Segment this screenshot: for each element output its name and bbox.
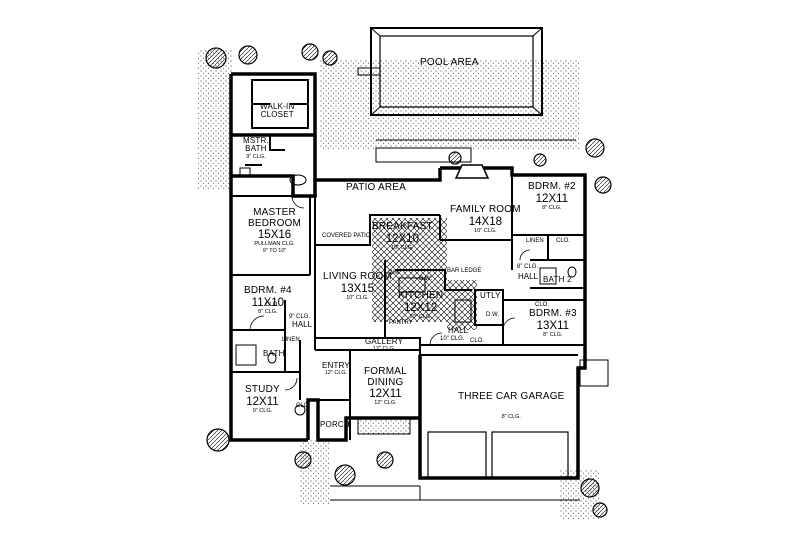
pool — [357, 27, 543, 116]
porch-planter — [357, 417, 411, 435]
covered-patio-label: COVERED PATIO — [322, 233, 371, 239]
family-room-label: FAMILY ROOM 14X18 10" CLG. — [450, 204, 521, 234]
dishwasher-note: D.W. — [419, 276, 432, 282]
gallery-label: GALLERY 12" CLG. — [365, 337, 404, 353]
master-bath-label: MSTR. BATH 9" CLG. — [243, 136, 269, 160]
study-label: STUDY 12X11 9" CLG. — [245, 384, 280, 414]
bdrm2-label: BDRM. #2 12X11 8" CLG. — [528, 181, 576, 211]
pool-label: POOL AREA — [420, 57, 479, 68]
clo-note-bdrm3: CLO. — [535, 302, 550, 308]
bath2-label: BATH 2 — [543, 275, 572, 284]
hall-label-kitchen: HALL — [448, 326, 469, 335]
hall-label-left: HALL — [292, 320, 313, 329]
utility-label: UTLY — [480, 291, 501, 300]
bdrm4-label: BDRM. #4 11X10 8" CLG. — [244, 285, 292, 315]
clo-note-hall: CLO. — [470, 338, 485, 344]
interior-walls — [230, 79, 585, 440]
fireplace-icon — [454, 164, 490, 179]
hall-ceiling-note-left: 9" CLG. — [289, 314, 311, 320]
bar-ledge-note: BAR LEDGE — [447, 268, 482, 274]
fixtures — [235, 167, 577, 416]
clo-note-bdrm4: CLO. — [265, 302, 280, 308]
lawn-texture — [198, 50, 600, 520]
walkin-closet-label: WALK-IN CLOSET — [260, 102, 295, 120]
walkways — [330, 139, 609, 501]
shrubs — [205, 43, 612, 518]
bdrm3-label: BDRM. #3 13X11 8" CLG. — [529, 308, 577, 338]
garage-label: THREE CAR GARAGE 8" CLG. — [458, 391, 565, 420]
washer-dryer-note: D.W. — [486, 312, 499, 318]
bath-label: BATH — [263, 349, 285, 358]
living-room-label: LIVING ROOM 13X15 10" CLG. — [323, 271, 392, 301]
linen-note-hall: LINEN — [282, 337, 300, 343]
master-bedroom-label: MASTER BEDROOM 15X16 PULLMAN CLG. 9" TO … — [248, 207, 302, 254]
linen-note: LINEN — [526, 238, 544, 244]
clo-note-study: CLO. — [296, 403, 311, 409]
oven-micro-note: O/M — [388, 270, 400, 276]
clo-note-bdrm2: CLO. — [556, 238, 571, 244]
patio-label: PATIO AREA — [346, 182, 406, 193]
door-swings — [249, 195, 531, 391]
garage-doors — [427, 431, 569, 479]
porch-label: PORCH — [320, 420, 350, 429]
hall-kitchen-ceiling-note: 10" CLG. — [440, 336, 465, 342]
pantry-note: PANTRY — [389, 320, 413, 326]
kitchen-label: KITCHEN 12X12 10" CLG. — [398, 290, 444, 320]
formal-dining-label: FORMAL DINING 12X11 12" CLG. — [364, 366, 407, 407]
breakfast-label: BREAKFAST 12X10 10" CLG. — [372, 221, 433, 251]
entry-label: ENTRY 12" CLG. — [322, 361, 350, 377]
hall-ceiling-note: 8" CLG. — [517, 264, 539, 270]
hall-label-right: HALL — [518, 272, 539, 281]
